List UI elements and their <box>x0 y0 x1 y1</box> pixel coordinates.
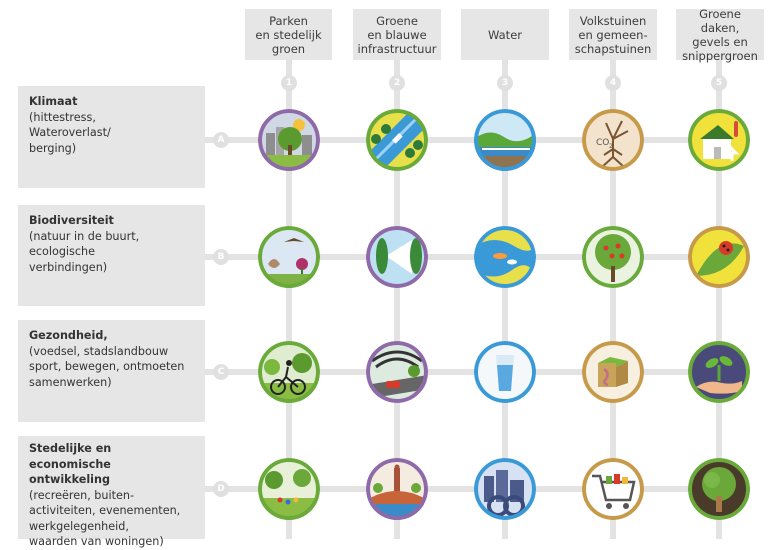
apple-tree-icon <box>582 226 644 288</box>
co2-subscript: 2 <box>609 143 613 150</box>
column-number-3: 3 <box>497 75 513 91</box>
birds-butterfly-flower-icon <box>258 226 320 288</box>
row-subtitle: (voedsel, stadslandbouw sport, bewegen, … <box>29 344 185 389</box>
column-header-volkstuinen: Volkstuinen en gemeen- schapstuinen <box>569 9 657 60</box>
row-letter-d: D <box>213 481 229 497</box>
shopping-cart-icon <box>582 458 644 520</box>
column-header-parken: Parken en stedelijk groen <box>245 9 332 60</box>
co2-label: CO <box>596 138 609 148</box>
green-corridor-arrow-icon <box>366 226 428 288</box>
row-title: Stedelijke en economische ontwikkeling <box>29 442 112 486</box>
row-header-klimaat: Klimaat (hittestress, Wateroverlast/ ber… <box>18 86 205 188</box>
tree-co2-roots-icon: CO 2 <box>582 109 644 171</box>
column-number-4: 4 <box>605 75 621 91</box>
canal-with-boat-icon <box>366 109 428 171</box>
park-event-icon <box>258 458 320 520</box>
row-title: Klimaat <box>29 95 78 108</box>
row-subtitle: (natuur in de buurt, ecologische verbind… <box>29 229 140 274</box>
seedling-hand-icon <box>688 341 750 403</box>
car-road-trees-icon <box>366 341 428 403</box>
water-recreation-icon <box>474 458 536 520</box>
compost-worm-icon <box>582 341 644 403</box>
city-park-tree-icon <box>258 109 320 171</box>
row-subtitle: (hittestress, Wateroverlast/ berging) <box>29 110 111 155</box>
row-subtitle: (recreëren, buiten- activiteiten, evenem… <box>29 488 181 549</box>
row-header-stedelijke-ontwikkeling: Stedelijke en economische ontwikkeling (… <box>18 436 205 548</box>
row-title: Gezondheid, <box>29 329 108 342</box>
green-roof-house-icon <box>688 109 750 171</box>
bridge-tower-icon <box>366 458 428 520</box>
column-header-water: Water <box>461 9 549 60</box>
column-header-infrastructuur: Groene en blauwe infrastructuur <box>353 9 441 60</box>
row-letter-b: B <box>213 249 229 265</box>
column-header-groene-daken: Groene daken, gevels en snippergroen <box>676 7 764 63</box>
pond-fish-icon <box>474 226 536 288</box>
row-header-gezondheid: Gezondheid, (voedsel, stadslandbouw spor… <box>18 320 205 422</box>
row-header-biodiversiteit: Biodiversiteit (natuur in de buurt, ecol… <box>18 205 205 306</box>
ladybug-leaf-icon <box>688 226 750 288</box>
column-number-2: 2 <box>389 75 405 91</box>
cyclist-in-park-icon <box>258 341 320 403</box>
row-letter-c: C <box>213 364 229 380</box>
row-title: Biodiversiteit <box>29 214 114 227</box>
row-letter-a: A <box>213 132 229 148</box>
glass-of-water-icon <box>474 341 536 403</box>
river-landscape-icon <box>474 109 536 171</box>
column-number-1: 1 <box>281 75 297 91</box>
tree-icon <box>688 458 750 520</box>
column-number-5: 5 <box>711 75 727 91</box>
